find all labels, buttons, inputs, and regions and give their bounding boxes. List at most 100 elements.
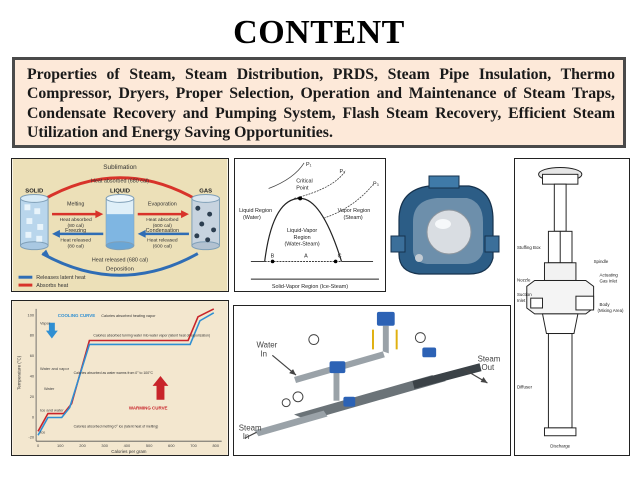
x-tick-label: 200 (79, 443, 86, 448)
steam-trap-svg (389, 162, 501, 284)
point-c-label: C (338, 254, 342, 260)
suction-label-2: Inlet (517, 298, 526, 303)
note-boil: Calories absorbed turning water into wat… (93, 334, 210, 338)
x-tick-label: 400 (124, 443, 131, 448)
y-tick-label: 0 (32, 414, 35, 419)
note-warm: Calories absorbed as water warms from 0°… (74, 371, 154, 375)
solid-cylinder (20, 193, 49, 251)
steam-out-label-1: Steam (478, 354, 501, 363)
note-melt: Calories absorbed melting 0° ice (latent… (74, 424, 159, 428)
x-tick-label: 300 (101, 443, 108, 448)
y-tick-label: 40 (30, 374, 35, 379)
melting-heat-2: (80 cal) (67, 223, 84, 229)
y-tick-label: -20 (28, 435, 35, 440)
water-vapor-label: Water and vapor (40, 366, 70, 371)
mix-region-label-2: Region (294, 235, 311, 241)
liquid-region-label-1: Liquid Region (239, 208, 272, 214)
critical-point-label-2: Point (296, 186, 309, 192)
nozzle-label: Nozzle (517, 277, 531, 282)
point-b-label: B (271, 254, 275, 260)
warming-arrow-icon (152, 376, 169, 400)
thermo-compressor-diagram: Stuffing Box Spindle Nozzle Actuating Ga… (514, 158, 630, 456)
critical-point-marker (298, 196, 303, 201)
body-label-1: Body (600, 302, 611, 307)
steam-in-label-2: In (243, 432, 250, 441)
pressure-volume-diagram: Critical Point Liquid Region (Water) Vap… (234, 158, 386, 292)
thermo-compressor-svg: Stuffing Box Spindle Nozzle Actuating Ga… (515, 160, 629, 454)
y-tick-label: 80 (30, 333, 35, 338)
y-tick-label: 100 (28, 312, 35, 317)
x-tick-label: 700 (190, 443, 197, 448)
water-in-label-1: Water (257, 340, 278, 349)
ice-water-label: Ice and water (40, 408, 64, 413)
pv-diagram-svg: Critical Point Liquid Region (Water) Vap… (235, 159, 385, 291)
body-label-2: (Mixing Area) (598, 308, 624, 313)
liquid-region-label-2: (Water) (243, 215, 261, 221)
content-summary-box: Properties of Steam, Steam Distribution,… (12, 57, 626, 148)
vapor-region-label-1: Vapor Region (338, 208, 371, 214)
ice-label: Ice (40, 429, 46, 434)
condensation-label: Condensation (146, 228, 179, 234)
sublimation-arrow (41, 176, 199, 202)
freezing-heat-1: Heat released (60, 238, 91, 244)
deposition-heat: Heat released (680 cal) (92, 257, 148, 263)
spindle-label: Spindle (594, 259, 609, 264)
steam-in-label-1: Steam (239, 423, 262, 432)
freezing-heat-2: (80 cal) (67, 244, 84, 250)
steam-out-label-2: Out (482, 363, 496, 372)
p2-label: P₂ (340, 169, 346, 175)
x-tick-label: 100 (57, 443, 64, 448)
vapor-region-label-2: (Steam) (343, 215, 362, 221)
x-tick-label: 0 (37, 443, 40, 448)
x-tick-label: 800 (212, 443, 219, 448)
evaporation-heat-2: (600 cal) (153, 223, 172, 229)
stuffing-box-label: Stuffing Box (517, 245, 541, 250)
evaporation-label: Evaporation (148, 201, 177, 207)
sublimation-heat: Heat absorbed (680 cal) (91, 179, 149, 185)
p3-label: P₃ (373, 182, 379, 188)
steam-trap-cutaway-image (389, 162, 501, 284)
phase-change-diagram: Sublimation Heat absorbed (680 cal) Depo… (11, 158, 229, 292)
warming-curve-label: WARMING CURVE (129, 406, 168, 411)
solid-vapor-label: Solid-Vapor Region (Ice-Steam) (272, 284, 348, 290)
steam-station-svg: Water In Steam Out Steam In (234, 306, 510, 455)
p1-label: P₁ (306, 162, 312, 168)
content-summary-text: Properties of Steam, Steam Distribution,… (27, 66, 615, 141)
legend-release: Releases latent heat (36, 275, 86, 281)
melting-heat-1: Heat absorbed (60, 217, 92, 223)
x-tick-label: 500 (146, 443, 153, 448)
evaporation-heat-1: Heat absorbed (146, 217, 178, 223)
water-label: Water (44, 386, 55, 391)
cooling-arrow-icon (45, 322, 58, 339)
gas-cylinder (191, 193, 220, 251)
diffuser-label: Diffuser (517, 385, 533, 390)
melting-label: Melting (67, 201, 84, 207)
deposition-arrow (41, 252, 199, 277)
x-tick-label: 600 (168, 443, 175, 448)
actuating-label-1: Actuating (600, 273, 619, 278)
condensation-heat-2: (600 cal) (153, 244, 172, 250)
solid-label: SOLID (25, 188, 44, 194)
suction-label-1: Suction (517, 292, 532, 297)
phase-change-svg: Sublimation Heat absorbed (680 cal) Depo… (12, 159, 228, 291)
liquid-label: LIQUID (110, 188, 131, 194)
condensation-heat-1: Heat released (147, 238, 178, 244)
gas-label: GAS (199, 188, 212, 194)
mix-region-label-3: (Water-Steam) (284, 242, 319, 248)
critical-point-label-1: Critical (296, 179, 313, 185)
discharge-label: Discharge (550, 444, 570, 449)
cooling-curve-line (37, 312, 215, 436)
actuating-label-2: Gas Inlet (600, 278, 618, 283)
y-axis-label: Temperature (°C) (16, 355, 21, 390)
steam-station-diagram: Water In Steam Out Steam In (233, 305, 511, 456)
note-vapor: Calories absorbed heating vapor (101, 314, 156, 318)
vapor-region-label: Vapor (40, 321, 51, 326)
sublimation-label: Sublimation (103, 164, 137, 171)
liquid-cylinder (105, 193, 135, 251)
page-title: CONTENT (233, 14, 405, 51)
legend-absorb: Absorbs heat (36, 283, 68, 289)
freezing-label: Freezing (65, 228, 86, 234)
